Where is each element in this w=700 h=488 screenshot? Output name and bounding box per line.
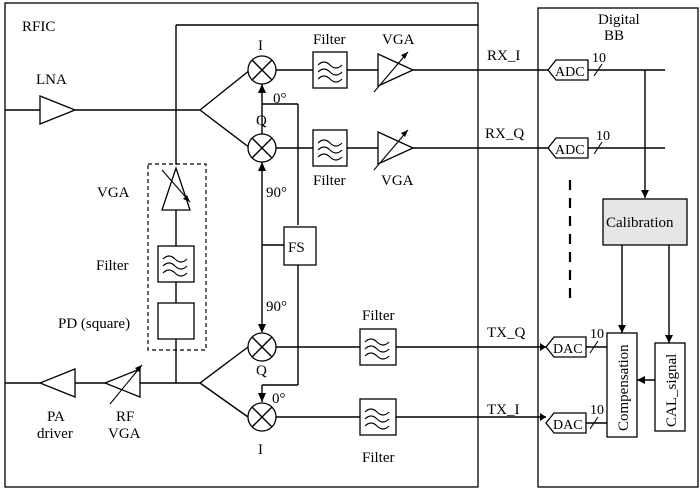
compensation-label: Compensation	[616, 344, 632, 431]
rfic-block	[4, 2, 479, 488]
tx-combine-i	[199, 382, 249, 418]
tx-q-label: TX_Q	[487, 325, 525, 341]
dac-q-label: DAC	[553, 342, 583, 357]
rx-split-to-q	[199, 109, 251, 149]
digital-bb-label-line2: BB	[604, 28, 624, 44]
vga-rx-i-arrow	[373, 51, 409, 93]
rf-vga-arrow	[109, 364, 143, 405]
filter-rx-q	[312, 129, 348, 167]
mixer-q-rx-cross-b	[251, 137, 273, 159]
bus-width-2: 10	[596, 129, 610, 144]
pa-driver	[38, 368, 76, 398]
vga-feedback-arrowhead	[183, 195, 190, 202]
bus-width-3: 10	[590, 327, 604, 342]
filter-feedback-symbol	[162, 255, 188, 277]
lo-q-tx-arrowhead	[258, 324, 266, 333]
tx-i-arrowhead	[540, 413, 546, 421]
adc-i-label: ADC	[555, 65, 585, 80]
mixer-q-tx-label: Q	[256, 363, 267, 379]
vga-rx-q-label: VGA	[381, 173, 414, 189]
filter-tx-i-label: Filter	[362, 450, 395, 466]
filter-feedback-label: Filter	[96, 258, 129, 274]
tx-q-arrowhead	[540, 343, 546, 351]
compensation-in-arrowhead	[618, 325, 626, 333]
bus-width-1: 10	[592, 51, 606, 66]
feedback-detector-group	[147, 163, 207, 351]
calibration-block	[602, 198, 688, 246]
bus-width-4: 10	[590, 403, 604, 418]
tx-i-label: TX_I	[487, 402, 520, 418]
lna-label: LNA	[36, 72, 67, 88]
vga-rx-q-arrow	[373, 129, 409, 171]
adc-q-label: ADC	[555, 143, 585, 158]
rfvga-label-line2: VGA	[108, 426, 141, 442]
filter-tx-i	[359, 398, 397, 436]
rfic-label: RFIC	[22, 19, 55, 35]
calibration-label: Calibration	[606, 215, 674, 231]
filter-rx-i-label: Filter	[313, 32, 346, 48]
cal-signal-in-arrowhead	[665, 335, 673, 343]
lna-amplifier	[39, 95, 77, 125]
vga-rx-i	[377, 52, 415, 88]
lo-i-rx-arrowhead	[258, 84, 266, 93]
bus-slash-2	[593, 141, 603, 155]
rfvga-label-line1: RF	[116, 409, 134, 425]
mixer-i-rx-label: I	[258, 38, 263, 54]
phase-90-top-label: 90°	[266, 185, 287, 201]
dac-i-label: DAC	[553, 418, 583, 433]
digital-bb-label-line1: Digital	[598, 12, 640, 28]
filter-rx-q-symbol	[317, 139, 343, 161]
bus-slash-3	[589, 340, 599, 354]
vga-rx-i-arrowhead	[401, 52, 408, 59]
vga-rx-q	[377, 130, 415, 166]
filter-feedback	[157, 245, 195, 283]
rf-vga	[103, 368, 141, 398]
cal-signal-label: CAL_signal	[664, 354, 680, 427]
rx-split-to-i	[199, 69, 251, 111]
pa-label-line2: driver	[37, 426, 73, 442]
cal-signal-block	[654, 342, 686, 432]
bus-slash-1	[593, 63, 603, 77]
filter-rx-q-label: Filter	[313, 173, 346, 189]
filter-tx-q-label: Filter	[362, 308, 395, 324]
mixer-i-rx-cross-b	[251, 59, 273, 81]
vga-top-label: VGA	[382, 32, 415, 48]
phase-0-top-label: 0°	[273, 91, 287, 107]
phase-0-bottom-label: 0°	[272, 391, 286, 407]
bus-slash-4	[589, 416, 599, 430]
mixer-i-tx-cross-b	[251, 406, 273, 428]
vga-feedback-label: VGA	[97, 185, 130, 201]
fs-label: FS	[288, 240, 305, 256]
filter-rx-i	[312, 51, 348, 89]
mixer-q-tx-cross-b	[251, 336, 273, 358]
power-detector	[157, 302, 195, 340]
pd-square-label: PD (square)	[58, 316, 130, 332]
lo-q-rx-arrowhead	[258, 162, 266, 171]
rx-q-label: RX_Q	[485, 126, 524, 142]
rf-vga-arrowhead	[135, 365, 142, 372]
tx-combine-q	[199, 346, 249, 384]
calibration-in-arrowhead	[641, 190, 649, 198]
filter-tx-q	[359, 328, 397, 366]
filter-tx-q-symbol	[364, 338, 390, 360]
filter-rx-i-symbol	[317, 61, 343, 83]
cal-signal-arrowhead	[637, 376, 645, 384]
vga-rx-q-arrowhead	[401, 130, 408, 137]
compensation-block	[606, 332, 638, 438]
rx-i-label: RX_I	[487, 48, 520, 64]
pa-label-line1: PA	[47, 409, 65, 425]
lo-i-tx-arrowhead	[258, 393, 266, 402]
frequency-synthesizer	[283, 226, 317, 266]
filter-tx-i-symbol	[364, 408, 390, 430]
mixer-i-tx-label: I	[258, 442, 263, 458]
phase-90-bottom-label: 90°	[266, 299, 287, 315]
